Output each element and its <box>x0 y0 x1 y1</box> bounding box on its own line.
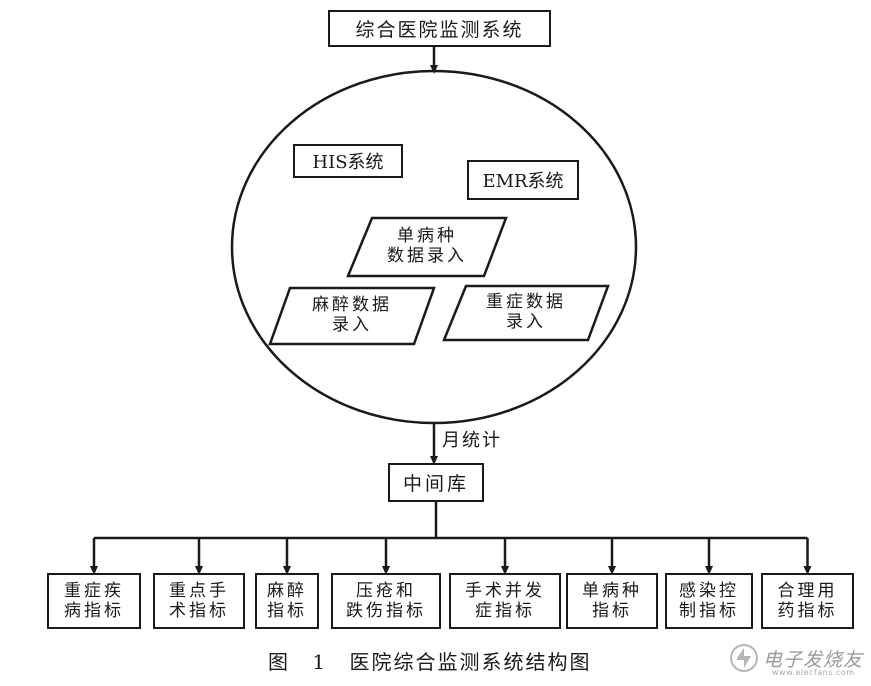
indicator-key-surgery-box: 重点手 术指标 <box>153 573 245 629</box>
figure-caption: 图 1 医院综合监测系统结构图 <box>268 650 592 674</box>
watermark-text: 电子发烧友 <box>763 649 864 671</box>
monthly-stats-label: 月统计 <box>442 430 502 451</box>
watermark-logo-icon <box>730 644 758 672</box>
single-disease-entry-label: 单病种 数据录入 <box>387 226 467 266</box>
watermark-url: www.elecfans.com <box>772 668 855 677</box>
anesthesia-entry-label: 麻醉数据 录入 <box>312 295 392 335</box>
critical-care-entry-label: 重症数据 录入 <box>486 292 566 332</box>
emr-system-box: EMR系统 <box>467 160 579 200</box>
indicator-anesthesia-box: 麻醉 指标 <box>255 573 319 629</box>
indicator-critical-illness-box: 重症疾 病指标 <box>47 573 141 629</box>
indicator-pressure-ulcer-fall-box: 压疮和 跌伤指标 <box>331 573 441 629</box>
anesthesia-entry-shape <box>268 286 436 346</box>
indicator-infection-control-box: 感染控 制指标 <box>665 573 753 629</box>
his-system-box: HIS系统 <box>293 144 403 178</box>
root-system-box: 综合医院监测系统 <box>328 10 551 47</box>
middle-store-box: 中间库 <box>388 463 484 502</box>
critical-care-entry-shape <box>442 284 610 342</box>
indicator-single-disease-box: 单病种 指标 <box>566 573 658 629</box>
indicator-rational-drug-use-box: 合理用 药指标 <box>761 573 854 629</box>
indicator-surgical-complication-box: 手术并发 症指标 <box>449 573 561 629</box>
single-disease-entry-shape <box>346 216 508 278</box>
